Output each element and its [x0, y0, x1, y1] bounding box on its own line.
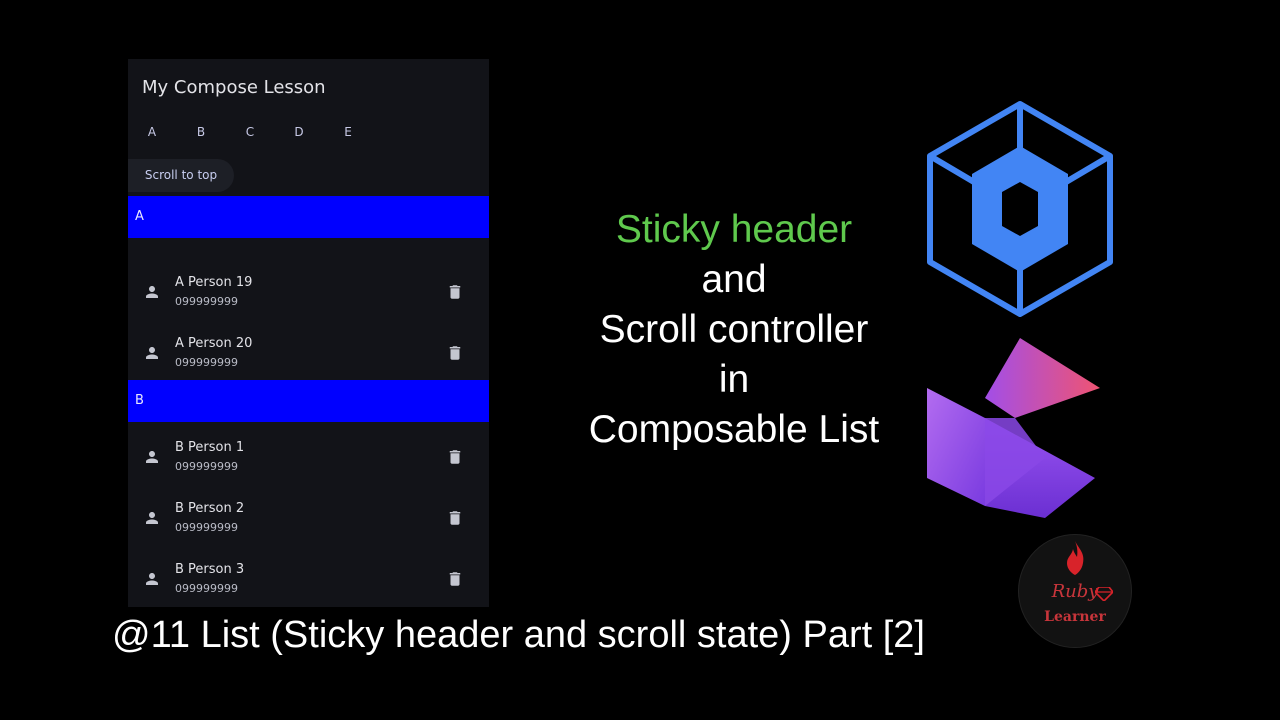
sticky-header-a: A [128, 196, 489, 238]
promo-line-5: Composable List [588, 408, 880, 451]
section-header-b: B [128, 380, 489, 422]
app-title: My Compose Lesson [142, 77, 326, 98]
promo-line-3: Scroll controller [599, 308, 869, 351]
ruby-logo-line-2: Learner [1044, 609, 1106, 625]
person-icon [146, 451, 158, 463]
ruby-logo-line-1: Ruby [1051, 581, 1099, 602]
phone-screen: My Compose Lesson A B C D E Scroll to to… [128, 59, 489, 607]
gem-icon [1095, 587, 1113, 601]
android-studio-logo [927, 338, 1100, 518]
list-item[interactable]: A Person 20 099999999 [128, 323, 489, 384]
delete-icon[interactable] [446, 282, 464, 302]
list-item[interactable]: B Person 1 099999999 [128, 427, 489, 488]
person-phone: 099999999 [175, 356, 238, 369]
person-name: B Person 3 [175, 562, 245, 577]
delete-icon[interactable] [446, 447, 464, 467]
person-name: A Person 20 [175, 336, 253, 351]
person-name: B Person 1 [175, 440, 245, 455]
delete-icon[interactable] [446, 569, 464, 589]
tab-d[interactable]: D [294, 125, 304, 139]
delete-icon[interactable] [446, 508, 464, 528]
person-name: B Person 2 [175, 501, 245, 516]
delete-icon[interactable] [446, 343, 464, 363]
tab-e[interactable]: E [344, 125, 352, 139]
person-phone: 099999999 [175, 521, 238, 534]
promo-line-1: Sticky header [615, 208, 853, 251]
list-item[interactable]: B Person 2 099999999 [128, 488, 489, 549]
person-list[interactable]: 099999999 A A Person 19 099999999 A Pers… [128, 196, 489, 607]
flame-icon [1067, 541, 1084, 575]
ruby-learner-logo: Ruby Learner [1018, 534, 1132, 648]
promo-text: Sticky header and Scroll controller in C… [560, 205, 908, 455]
jetpack-compose-logo [927, 101, 1113, 317]
scroll-to-top-button[interactable]: Scroll to top [128, 159, 234, 192]
person-icon [146, 512, 158, 524]
promo-line-4: in [718, 358, 750, 401]
person-icon [146, 573, 158, 585]
list-item[interactable]: A Person 19 099999999 [128, 262, 489, 323]
promo-line-2: and [701, 258, 767, 301]
tab-c[interactable]: C [245, 125, 255, 139]
person-phone: 099999999 [175, 582, 238, 595]
list-item[interactable]: B Person 3 099999999 [128, 549, 489, 607]
tab-a[interactable]: A [147, 125, 157, 139]
video-title: @11 List (Sticky header and scroll state… [112, 614, 925, 656]
tab-b[interactable]: B [196, 125, 206, 139]
person-icon [146, 286, 158, 298]
person-icon [146, 347, 158, 359]
person-phone: 099999999 [175, 295, 238, 308]
person-name: A Person 19 [175, 275, 253, 290]
person-phone: 099999999 [175, 460, 238, 473]
